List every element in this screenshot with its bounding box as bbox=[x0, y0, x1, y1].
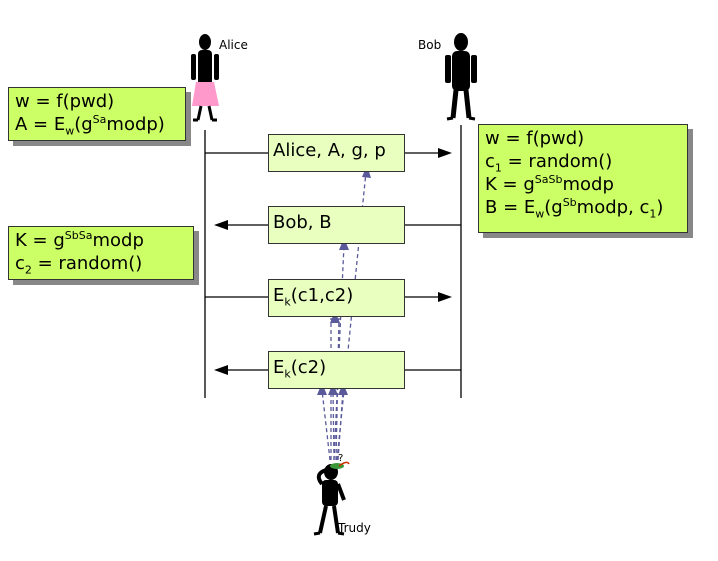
alice-figure bbox=[191, 34, 219, 122]
alice-note-1-line-1: w = f(pwd) bbox=[15, 91, 115, 112]
alice-note-2-line-2: c2 = random() bbox=[15, 253, 143, 277]
arrow-m3 bbox=[205, 292, 452, 302]
arrow-m1 bbox=[205, 148, 452, 158]
alice-note-2: K = gSbSamodp c2 = random() bbox=[8, 226, 194, 280]
bob-note-line-1: w = f(pwd) bbox=[485, 128, 585, 149]
bob-note: w = f(pwd) c1 = random() K = gSaSbmodp B… bbox=[478, 124, 688, 233]
bob-note-line-4: B = Ew(gSbmodp, c1) bbox=[485, 196, 664, 221]
arrow-m4 bbox=[214, 365, 461, 375]
alice-note-1-line-2: A = Ew(gSamodp) bbox=[15, 113, 165, 138]
alice-name: Alice bbox=[219, 38, 248, 52]
alice-note-2-line-1: K = gSbSamodp bbox=[15, 229, 144, 251]
message-4: Ek(c2) bbox=[268, 351, 405, 389]
bob-note-line-3: K = gSaSbmodp bbox=[485, 173, 614, 195]
alice-note-1: w = f(pwd) A = Ew(gSamodp) bbox=[8, 87, 186, 141]
svg-text:?: ? bbox=[338, 453, 343, 464]
arrow-m2 bbox=[214, 220, 461, 230]
eavesdrop-arrowheads bbox=[317, 165, 371, 395]
message-3: Ek(c1,c2) bbox=[268, 279, 405, 317]
trudy-name: Trudy bbox=[338, 521, 371, 535]
trudy-figure: ? bbox=[313, 453, 350, 536]
bob-note-line-2: c1 = random() bbox=[485, 151, 613, 175]
bob-name: Bob bbox=[418, 38, 442, 52]
bob-figure bbox=[445, 33, 477, 121]
message-1: Alice, A, g, p bbox=[268, 134, 405, 172]
message-2: Bob, B bbox=[268, 206, 405, 244]
